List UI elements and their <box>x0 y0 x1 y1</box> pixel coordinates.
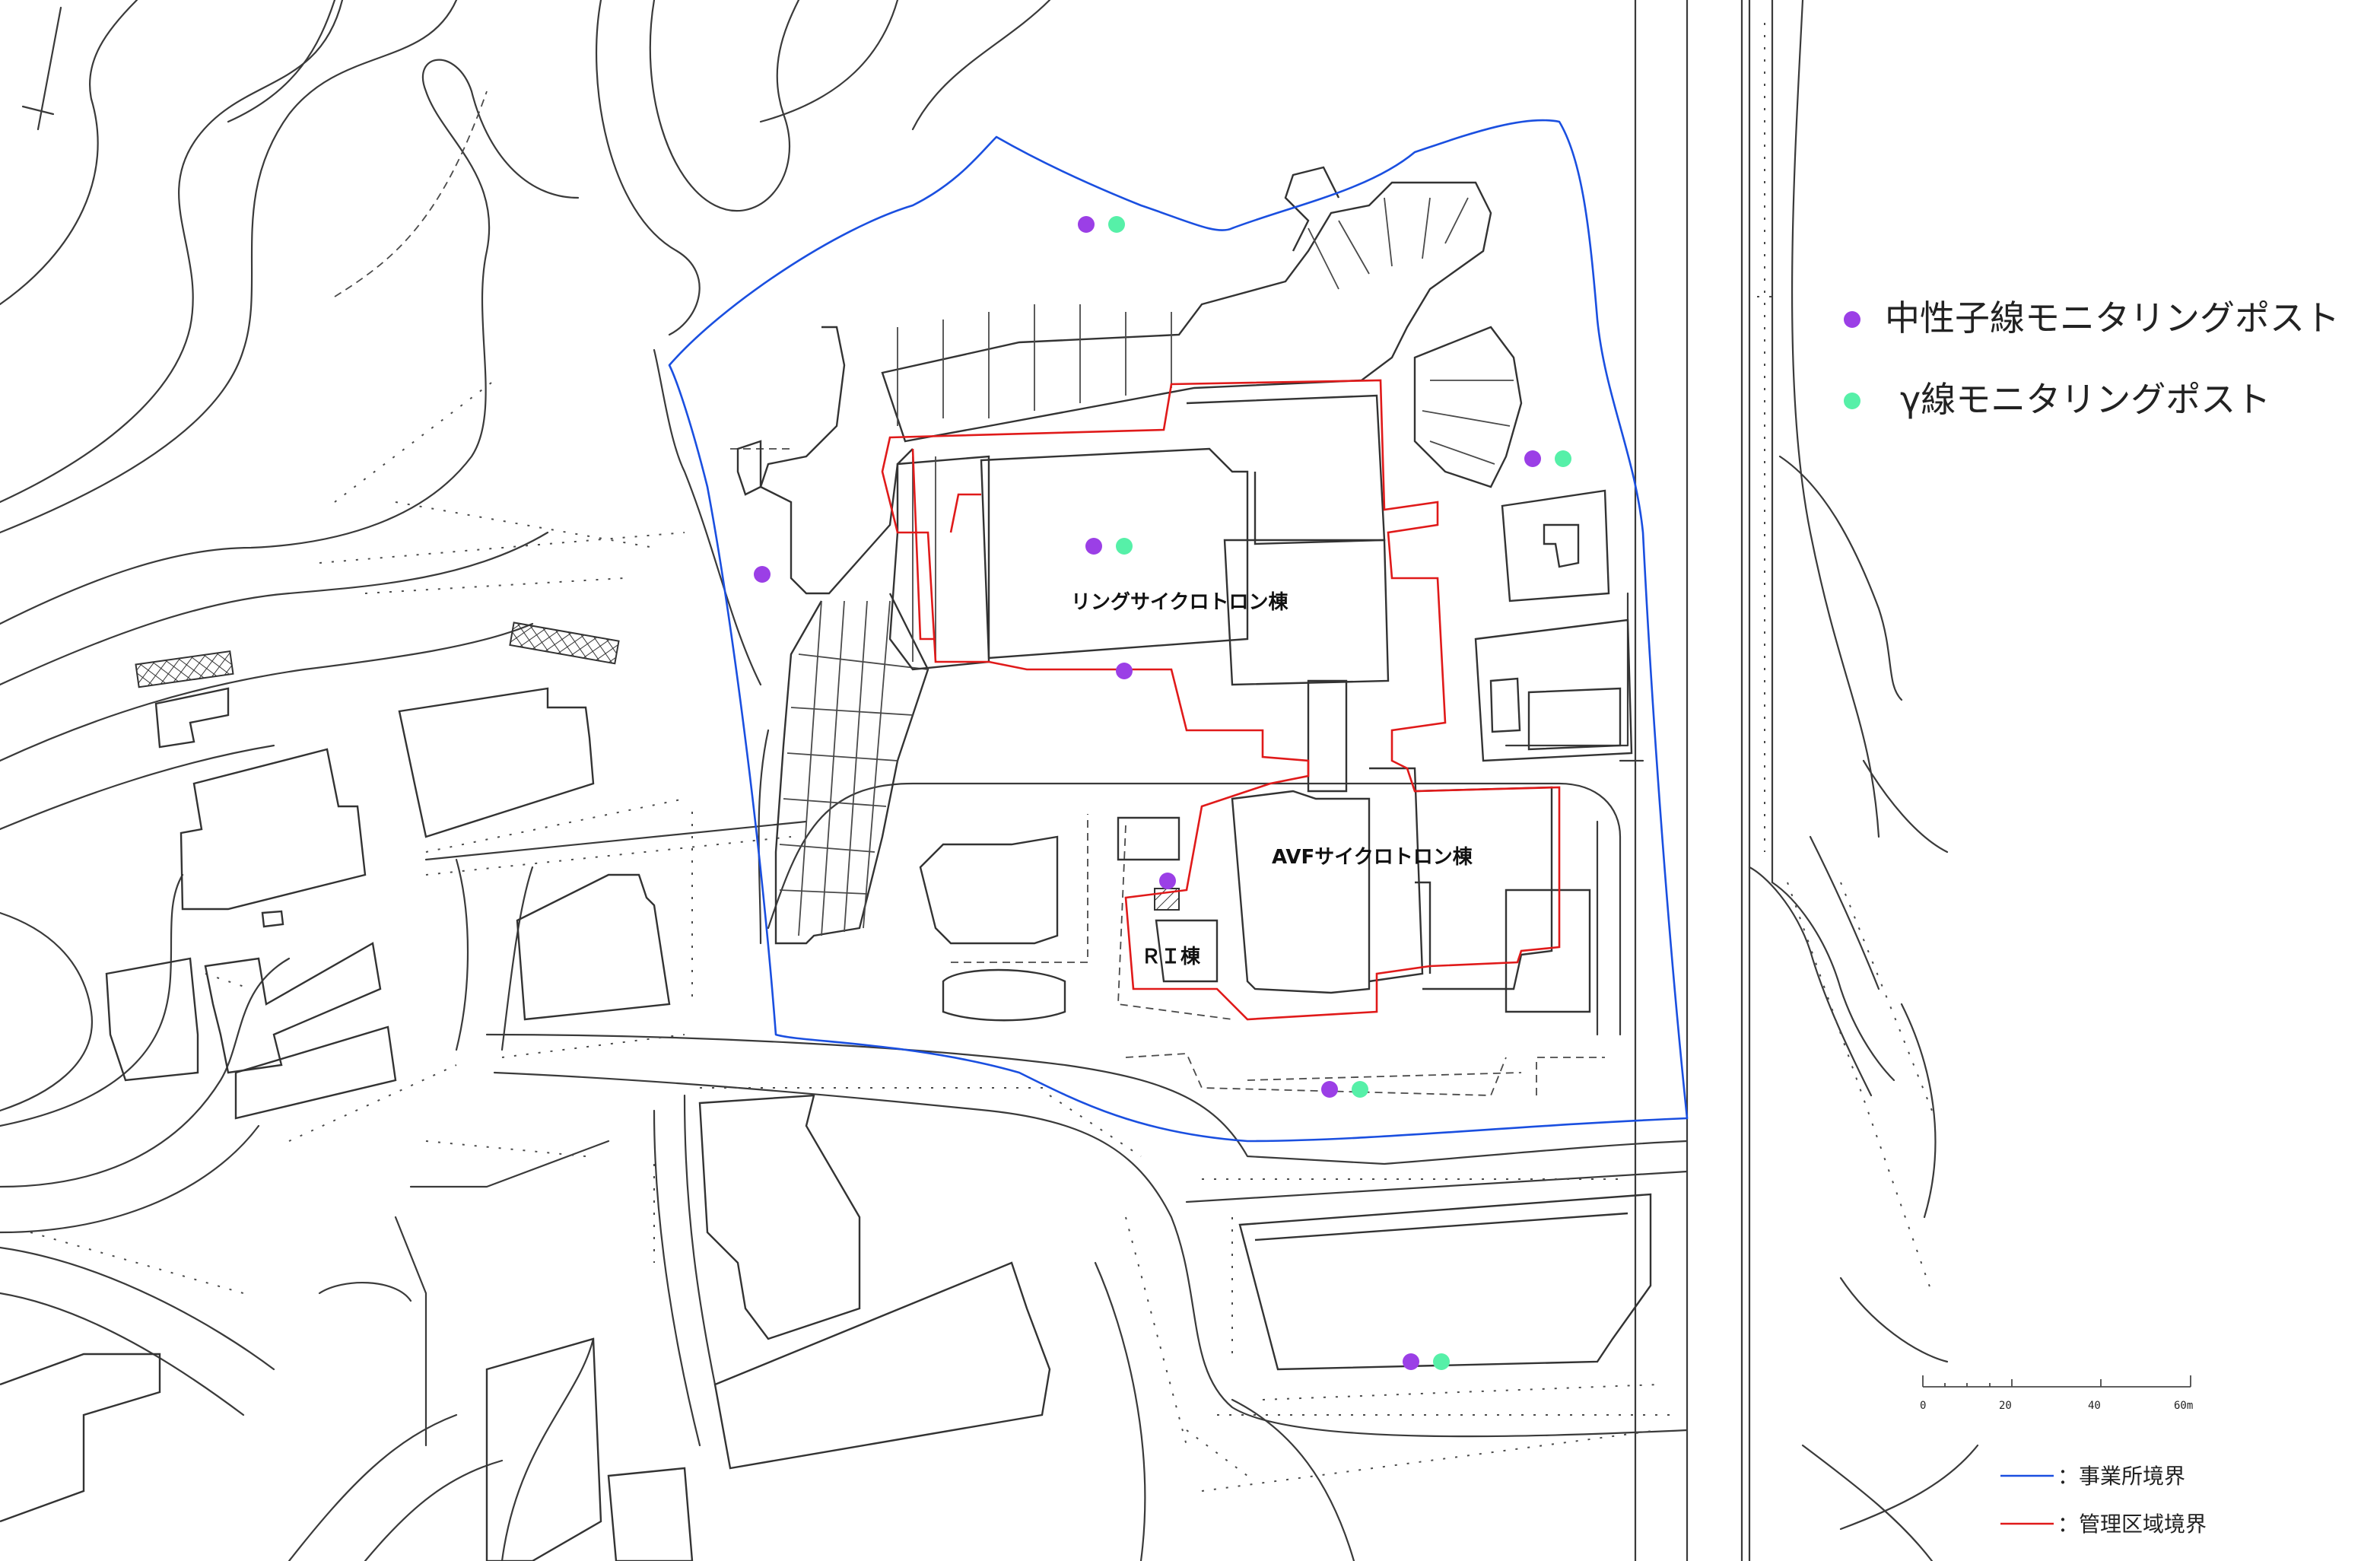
neutron-post <box>1403 1353 1419 1370</box>
ring-cyclotron-label: リングサイクロトロン棟 <box>1071 591 1289 614</box>
legend-neutron-label: 中性子線モニタリングポスト <box>1885 297 2340 339</box>
gamma-post <box>1555 450 1571 467</box>
scale-tick-40: 40 <box>2088 1400 2101 1412</box>
parking-rows <box>30 380 1933 1492</box>
outside-buildings <box>0 687 1652 1561</box>
hatched-strip-left <box>135 650 234 688</box>
gamma-post <box>1116 538 1133 555</box>
legend-gamma-dot <box>1844 393 1860 409</box>
hatched-strip-right <box>509 622 620 665</box>
gamma-post <box>1108 216 1125 233</box>
neutron-post <box>754 566 771 583</box>
neutron-post <box>1321 1081 1338 1098</box>
legend-site-boundary-label: ：事業所境界 <box>2057 1464 2185 1489</box>
north-marker <box>21 6 62 131</box>
legend: 中性子線モニタリングポスト γ線モニタリングポスト ：事業所境界 ：管理区域境界 <box>1844 297 2340 1537</box>
neutron-post <box>1524 450 1541 467</box>
neutron-post <box>1085 538 1102 555</box>
legend-gamma-label: γ線モニタリングポスト <box>1900 379 2270 420</box>
neutron-post <box>1078 216 1095 233</box>
gamma-post <box>1352 1081 1368 1098</box>
highway <box>1634 0 1895 1561</box>
legend-neutron-dot <box>1844 311 1860 328</box>
neutron-post <box>1116 663 1133 679</box>
scale-tick-60: 60m <box>2174 1400 2193 1412</box>
terrain-contours <box>0 0 1979 1561</box>
neutron-post <box>1159 873 1176 889</box>
avf-cyclotron-label: AVFサイクロトロン棟 <box>1272 846 1473 869</box>
dashed-paths <box>334 91 1605 1096</box>
scale-tick-0: 0 <box>1920 1400 1926 1412</box>
control-area-boundary <box>881 379 1561 1021</box>
ri-building-label: ＲＩ棟 <box>1141 946 1201 968</box>
scale-bar: 0 20 40 60m <box>1920 1375 2193 1412</box>
site-boundary <box>668 119 1689 1143</box>
legend-control-boundary-label: ：管理区域境界 <box>2057 1512 2207 1537</box>
monitoring-posts <box>754 216 1571 1370</box>
roads <box>0 348 1689 1447</box>
gamma-post <box>1433 1353 1450 1370</box>
scale-tick-20: 20 <box>1999 1400 2012 1412</box>
